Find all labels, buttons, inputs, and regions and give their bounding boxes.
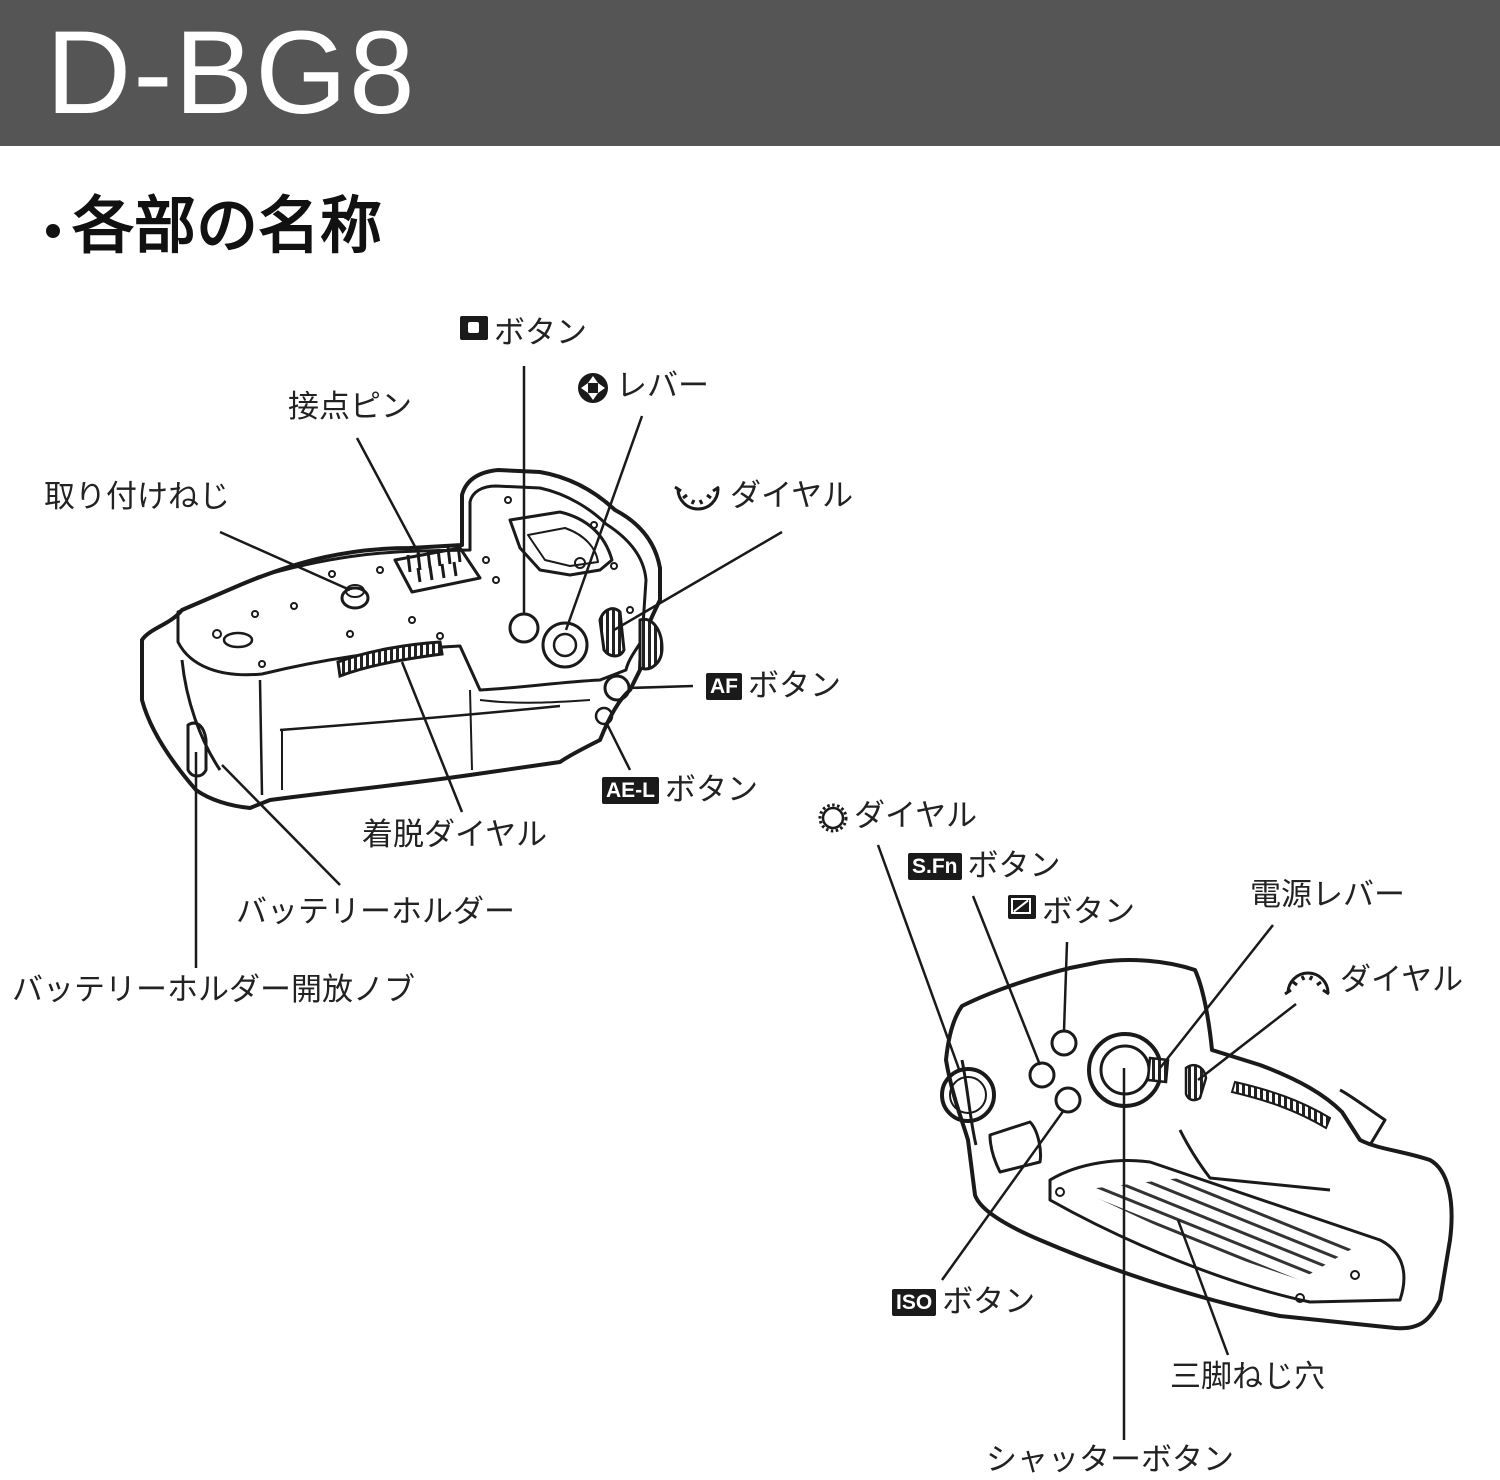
bottom-plate-slots [1080, 1178, 1360, 1280]
four-way-lever-icon [578, 372, 608, 403]
bullet-icon [46, 224, 60, 238]
product-title: D-BG8 [46, 7, 417, 139]
screw-dots [212, 496, 634, 668]
label-power-lever: 電源レバー [1250, 877, 1405, 913]
label-mounting-screw: 取り付けねじ [44, 479, 230, 515]
label-rear-dial: ダイヤル [672, 476, 853, 516]
leader-lines [194, 366, 1297, 1440]
contact-pins-graphic [406, 544, 462, 583]
label-front-dial: ダイヤル [1282, 960, 1463, 1000]
front-dial-graphic [1184, 1064, 1208, 1102]
control-dial-icon [818, 803, 848, 832]
label-battery-holder: バッテリーホルダー [236, 894, 515, 930]
rear-dial-icon [674, 485, 720, 510]
label-ae-button: ボタン [460, 313, 587, 353]
section-title-text: 各部の名称 [72, 189, 383, 262]
label-contact-pins: 接点ピン [288, 389, 412, 425]
front-wheel-graphic [638, 617, 664, 671]
label-control-dial: ダイヤル [818, 796, 977, 836]
label-four-way-lever: レバー [576, 366, 709, 406]
exposure-compensation-icon [1008, 895, 1036, 919]
sfn-badge: S.Fn [908, 853, 962, 880]
square-dot-icon [460, 316, 488, 340]
section-heading: 各部の名称 [46, 190, 382, 262]
header-bar: D-BG8 [0, 0, 1500, 146]
label-tripod-socket: 三脚ねじ穴 [1170, 1359, 1325, 1395]
label-shutter-button: シャッターボタン [986, 1442, 1234, 1478]
front-dial-icon [1284, 971, 1330, 995]
af-badge: AF [706, 673, 742, 700]
label-ev-button: ボタン [1008, 892, 1135, 932]
iso-badge: ISO [892, 1289, 937, 1316]
label-release-dial: 着脱ダイヤル [362, 817, 548, 853]
ael-badge: AE-L [602, 777, 659, 804]
label-battery-holder-knob: バッテリーホルダー開放ノブ [12, 972, 415, 1008]
grip-edge-ridges [1230, 1080, 1332, 1130]
release-dial-graphic [336, 640, 444, 679]
rear-dial-graphic [598, 607, 626, 658]
